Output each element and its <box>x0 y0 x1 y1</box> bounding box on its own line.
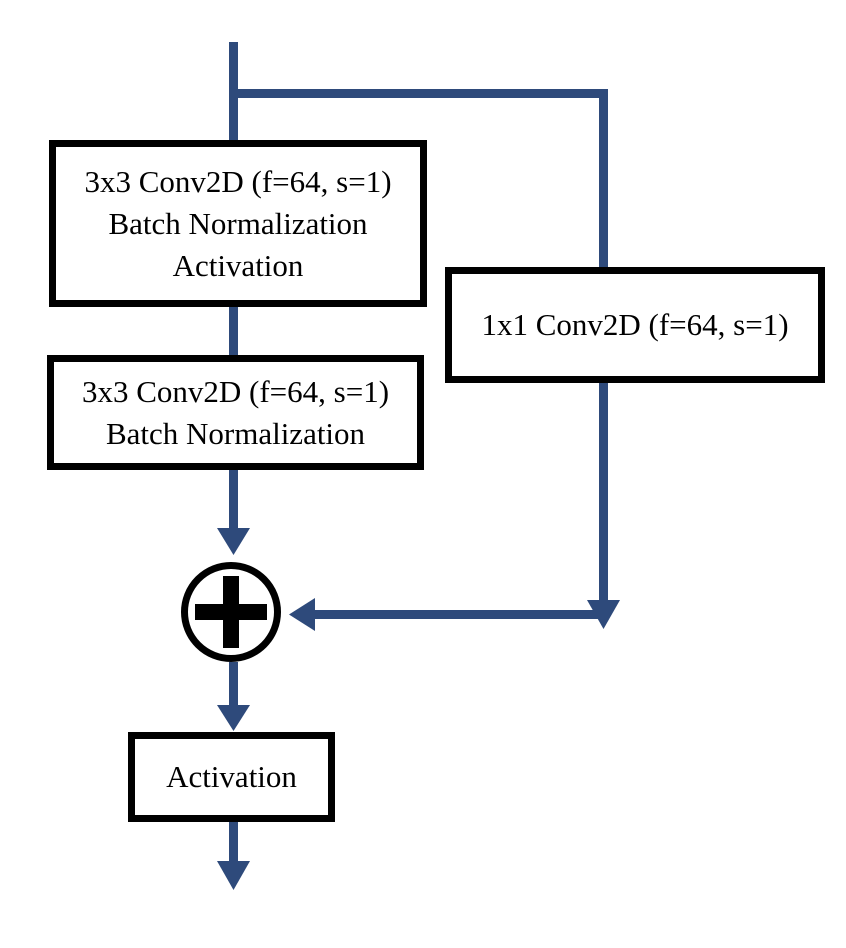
add-node <box>181 562 281 662</box>
shortcut-conv-block: 1x1 Conv2D (f=64, s=1) <box>445 267 825 383</box>
skip-branch-line <box>229 89 608 600</box>
conv-block-2-line: 3x3 Conv2D (f=64, s=1) <box>81 373 390 409</box>
plus-icon <box>223 576 239 648</box>
conv-block-1-line: Batch Normalization <box>108 205 368 241</box>
conv-block-1-line: 3x3 Conv2D (f=64, s=1) <box>84 163 392 199</box>
main-path-arrowhead <box>217 528 250 555</box>
skip-to-add-arrowhead <box>289 598 315 631</box>
conv-block-1: 3x3 Conv2D (f=64, s=1) Batch Normalizati… <box>49 140 427 307</box>
output-arrowhead <box>217 861 250 890</box>
conv-block-1-line: Activation <box>172 247 304 283</box>
shortcut-conv-line: 1x1 Conv2D (f=64, s=1) <box>481 307 789 342</box>
conv-block-2: 3x3 Conv2D (f=64, s=1) Batch Normalizati… <box>47 355 424 470</box>
add-to-activation-arrowhead <box>217 705 250 731</box>
activation-block: Activation <box>128 732 335 822</box>
activation-block-line: Activation <box>166 759 297 794</box>
conv-block-2-line: Batch Normalization <box>105 415 366 451</box>
